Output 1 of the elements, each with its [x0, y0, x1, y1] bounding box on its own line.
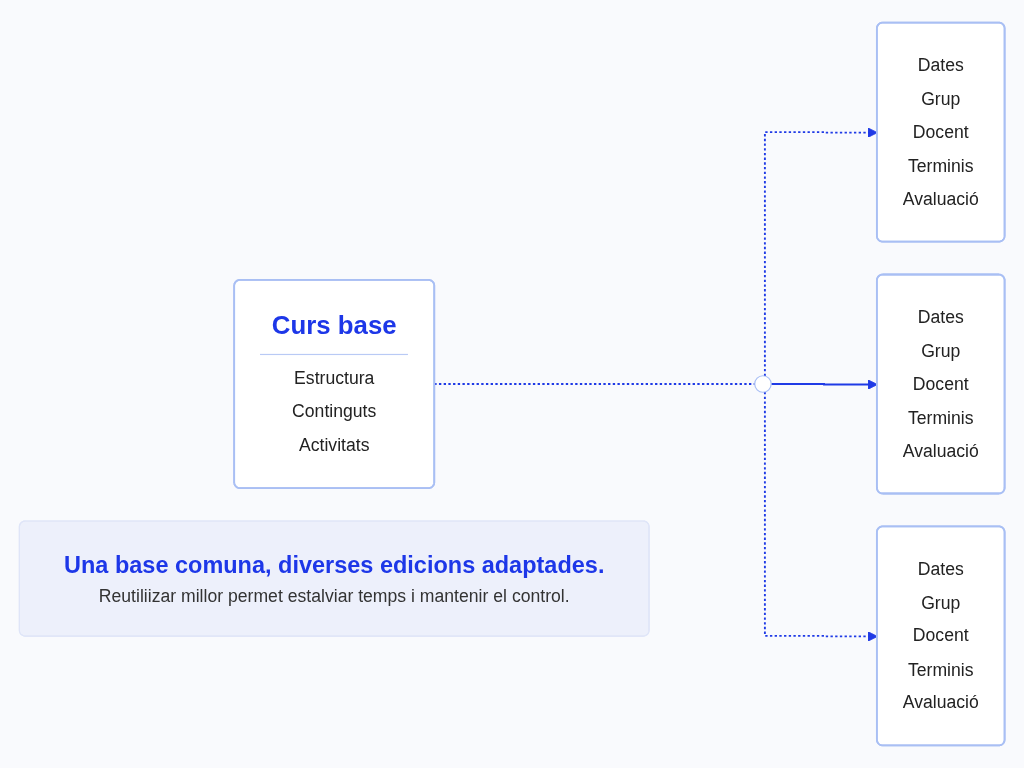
- node-circle: [754, 375, 772, 393]
